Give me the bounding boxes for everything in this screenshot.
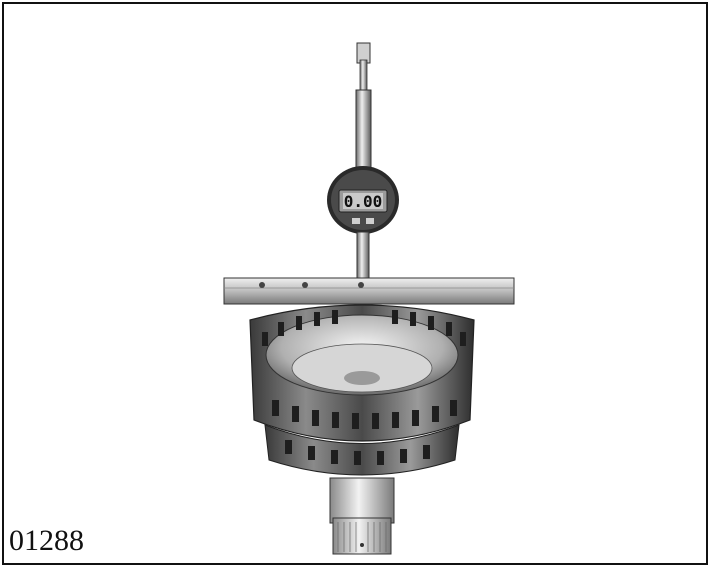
gauge-plunger bbox=[355, 42, 372, 171]
measuring-bridge-bar bbox=[223, 277, 515, 305]
digital-dial-gauge: 0.00 bbox=[327, 166, 399, 281]
figure-number: 01288 bbox=[9, 524, 84, 557]
clutch-drum-basket bbox=[249, 304, 475, 476]
clutch-hub-shaft bbox=[329, 477, 395, 555]
gauge-lcd-display: 0.00 bbox=[344, 192, 383, 211]
